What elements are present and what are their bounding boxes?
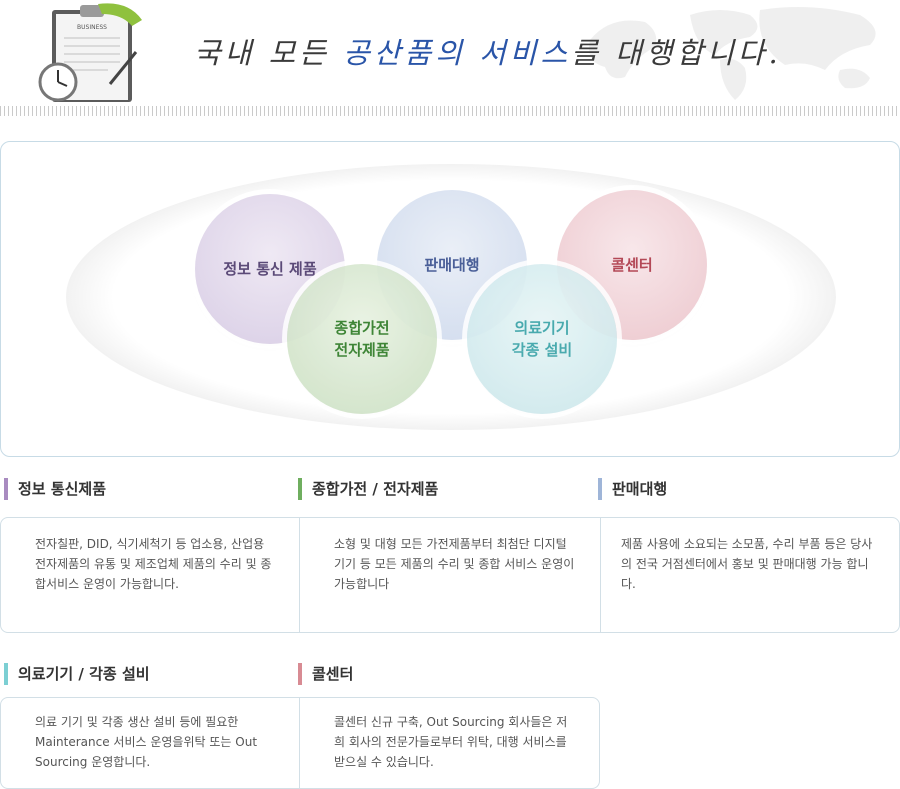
circle-label: 각종 설비 bbox=[511, 341, 573, 359]
headline-text: 국내 모든 bbox=[194, 36, 344, 70]
circle-label: 정보 통신 제품 bbox=[223, 260, 317, 278]
section-text-info-telecom: 전자칠판, DID, 식기세척기 등 업소용, 산업용 전자제품의 유통 및 제… bbox=[35, 537, 272, 591]
title-accent-bar bbox=[4, 478, 8, 500]
circle-label: 판매대행 bbox=[424, 256, 480, 274]
section-title-medical: 의료기기 / 각종 설비 bbox=[4, 663, 150, 685]
column-divider bbox=[299, 698, 300, 788]
headline-highlight: 공산품의 서비스 bbox=[343, 36, 572, 70]
title-text: 정보 통신제품 bbox=[18, 480, 107, 498]
section-title-call-center: 콜센터 bbox=[298, 663, 353, 685]
section-text-home-appliance: 소형 및 대형 모든 가전제품부터 최첨단 디지털 기기 등 모든 제품의 수리… bbox=[334, 537, 575, 591]
section-text-medical: 의료 기기 및 각종 생산 설비 등에 필요한 Mainterance 서비스 … bbox=[35, 715, 258, 769]
title-text: 판매대행 bbox=[612, 480, 668, 498]
title-accent-bar bbox=[298, 478, 302, 500]
headline: 국내 모든 공산품의 서비스를 대행합니다. bbox=[194, 30, 782, 72]
title-accent-bar bbox=[298, 663, 302, 685]
service-diagram: 정보 통신 제품 판매대행 콜센터 종합가전 전자제품 의료기기 각종 설비 bbox=[0, 141, 900, 457]
section-title-home-appliance: 종합가전 / 전자제품 bbox=[298, 478, 438, 500]
title-accent-bar bbox=[598, 478, 602, 500]
clipboard-label: BUSINESS bbox=[77, 24, 107, 31]
title-text: 의료기기 / 각종 설비 bbox=[18, 665, 150, 683]
circle-home-appliance: 종합가전 전자제품 bbox=[287, 264, 437, 414]
column-divider bbox=[299, 518, 300, 632]
section-title-info-telecom: 정보 통신제품 bbox=[4, 478, 106, 500]
column-divider bbox=[600, 518, 601, 632]
world-map-icon bbox=[589, 6, 876, 100]
circle-label: 의료기기 bbox=[514, 319, 570, 337]
circle-label: 종합가전 bbox=[334, 319, 390, 337]
title-accent-bar bbox=[4, 663, 8, 685]
section-text-call-center: 콜센터 신규 구축, Out Sourcing 회사들은 저희 회사의 전문가들… bbox=[334, 715, 568, 769]
section-box-row1: 전자칠판, DID, 식기세척기 등 업소용, 산업용 전자제품의 유통 및 제… bbox=[0, 517, 900, 633]
header: BUSINESS 국내 모든 공산품의 서비스를 대행합니다. bbox=[0, 0, 900, 116]
headline-text-end: 를 대행합니다. bbox=[571, 36, 782, 70]
circle-medical-equipment: 의료기기 각종 설비 bbox=[467, 264, 617, 414]
section-title-sales-agency: 판매대행 bbox=[598, 478, 667, 500]
title-text: 종합가전 / 전자제품 bbox=[312, 480, 439, 498]
circle-label: 콜센터 bbox=[611, 256, 653, 274]
section-text-sales-agency: 제품 사용에 소요되는 소모품, 수리 부품 등은 당사의 전국 거점센터에서 … bbox=[621, 537, 873, 591]
circle-label: 전자제품 bbox=[334, 341, 390, 359]
section-box-row2: 의료 기기 및 각종 생산 설비 등에 필요한 Mainterance 서비스 … bbox=[0, 697, 600, 789]
clipboard-clock-icon: BUSINESS bbox=[38, 3, 142, 102]
header-divider bbox=[0, 106, 900, 116]
title-text: 콜센터 bbox=[312, 665, 354, 683]
